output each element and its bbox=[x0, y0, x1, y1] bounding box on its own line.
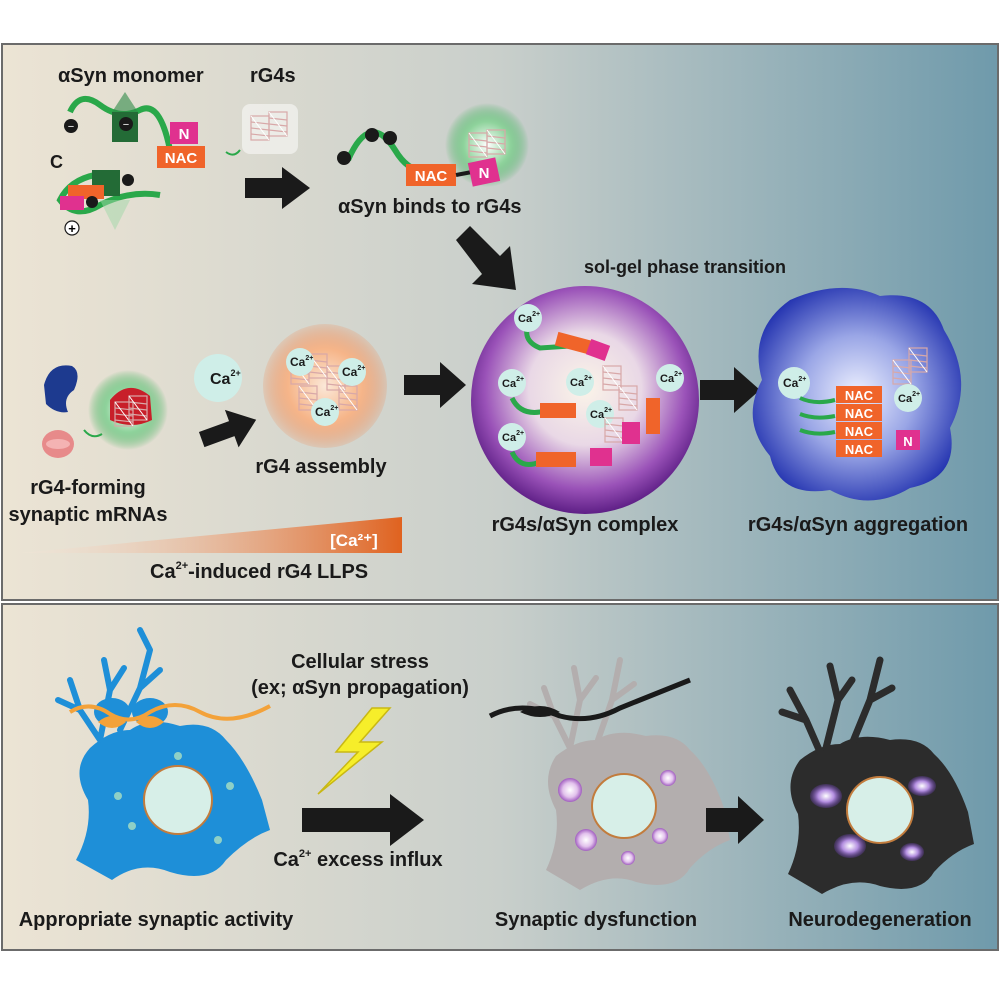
rg4-asyn-complex-droplet: Ca2+ Ca2+ Ca2+ Ca2+ Ca2+ Ca2+ bbox=[471, 286, 699, 514]
state-degeneration-label: Neurodegeneration bbox=[788, 909, 971, 931]
complex-label: rG4s/αSyn complex bbox=[492, 514, 679, 536]
arrow-binds-to-complex bbox=[456, 226, 516, 290]
aggregation-label: rG4s/αSyn aggregation bbox=[748, 514, 968, 536]
synaptic-mrna-illustration bbox=[42, 365, 168, 458]
arrow-dysfunction-to-degeneration bbox=[706, 796, 764, 844]
dysfunctional-neuron bbox=[488, 657, 730, 890]
rg4s-title: rG4s bbox=[250, 65, 296, 87]
gradient-label: [Ca²⁺] bbox=[330, 531, 378, 550]
arrow-assembly-to-complex bbox=[404, 362, 466, 408]
state-dysfunction-label: Synaptic dysfunction bbox=[495, 909, 697, 931]
free-calcium-ion: Ca2+ bbox=[194, 354, 242, 402]
rg4s-small-illustration bbox=[225, 104, 298, 156]
binds-label: αSyn binds to rG4s bbox=[338, 196, 521, 218]
rg4-asyn-aggregate: Ca2+ NAC NAC NAC NAC Ca2+ N bbox=[752, 287, 962, 501]
c-terminus-label: C bbox=[50, 152, 63, 172]
state-healthy-label: Appropriate synaptic activity bbox=[19, 909, 294, 931]
solgel-label: sol-gel phase transition bbox=[584, 257, 786, 277]
healthy-neuron bbox=[55, 627, 271, 880]
lightning-bolt-icon bbox=[317, 707, 392, 795]
agg-nac-label-4: NAC bbox=[845, 442, 874, 457]
llps-label: Ca2+-induced rG4 LLPS bbox=[150, 560, 368, 583]
assembly-label: rG4 assembly bbox=[255, 456, 387, 478]
agg-nac-label-3: NAC bbox=[845, 424, 874, 439]
arrow-complex-to-aggregation bbox=[700, 367, 760, 413]
svg-text:−: − bbox=[68, 121, 74, 133]
svg-text:−: − bbox=[123, 119, 129, 131]
calcium-gradient-wedge bbox=[20, 517, 402, 553]
stress-line2: (ex; αSyn propagation) bbox=[251, 677, 469, 699]
bound-n-label: N bbox=[479, 165, 490, 182]
svg-text:Ca2+: Ca2+ bbox=[210, 368, 241, 388]
stress-line1: Cellular stress bbox=[291, 651, 429, 673]
bound-nac-label: NAC bbox=[415, 168, 448, 185]
influx-label: Ca2+ excess influx bbox=[273, 848, 442, 871]
arrow-monomer-to-binds bbox=[245, 167, 310, 209]
monomer-title: αSyn monomer bbox=[58, 65, 204, 87]
monomer-n-label: N bbox=[179, 126, 190, 143]
agg-nac-label-1: NAC bbox=[845, 388, 874, 403]
monomer-nac-label: NAC bbox=[165, 150, 198, 167]
arrow-healthy-to-dysfunction bbox=[302, 794, 424, 846]
agg-nac-label-2: NAC bbox=[845, 406, 874, 421]
mrna-label-line1: rG4-forming bbox=[30, 477, 146, 499]
plus-label: + bbox=[68, 221, 76, 236]
arrow-mrna-to-assembly bbox=[198, 409, 257, 448]
mrna-label-line2: synaptic mRNAs bbox=[9, 504, 168, 526]
rg4-assembly-droplet: Ca2+ Ca2+ Ca2+ bbox=[263, 324, 387, 448]
asyn-rg4-bound-illustration: NAC N bbox=[337, 103, 529, 187]
agg-n-label: N bbox=[903, 434, 912, 449]
asyn-monomer-illustration: − − NAC N C + bbox=[50, 92, 205, 236]
degenerating-neuron bbox=[778, 656, 974, 894]
